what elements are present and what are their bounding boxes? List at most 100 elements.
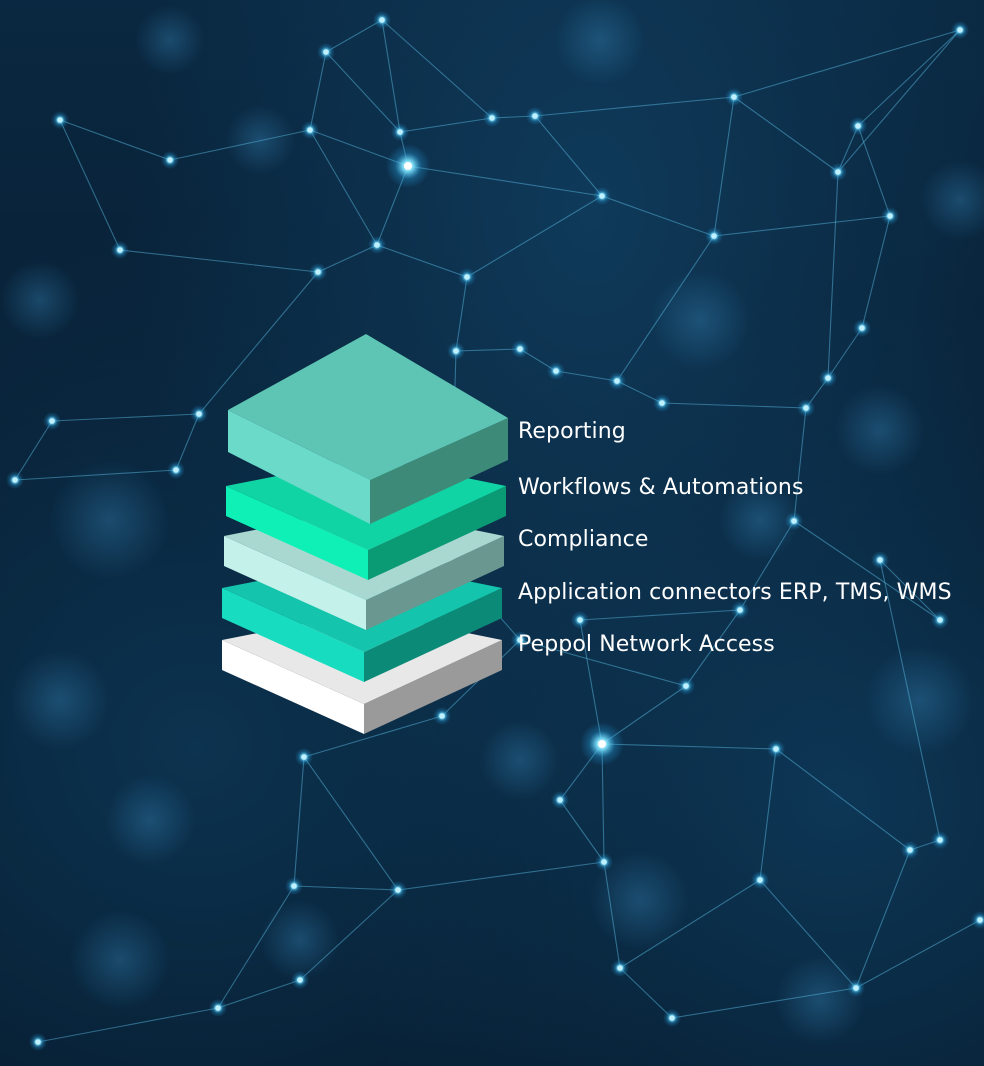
network-edge [827, 171, 839, 379]
network-edge [739, 520, 795, 611]
bokeh-light [50, 460, 170, 580]
bokeh-light [225, 105, 295, 175]
network-edge [616, 235, 715, 382]
network-edge [293, 885, 399, 891]
network-node [397, 129, 403, 135]
network-edge [559, 799, 605, 863]
network-node [464, 274, 470, 280]
layer-label-peppol-network-access: Peppol Network Access [518, 632, 775, 657]
bokeh-light [920, 160, 984, 240]
network-node [291, 883, 297, 889]
network-node [173, 467, 179, 473]
network-node [599, 193, 605, 199]
network-edge [381, 19, 401, 133]
network-edge [601, 195, 715, 237]
network-edge [879, 559, 941, 621]
layer-5-right-face [364, 640, 502, 734]
layer-1-right-face [370, 418, 508, 524]
network-node [517, 346, 523, 352]
network-edge [309, 129, 378, 246]
network-node [601, 859, 607, 865]
layer-1-top-face [228, 334, 508, 480]
network-edge [879, 559, 941, 841]
network-edge [303, 715, 443, 758]
network-edge [759, 879, 857, 989]
layer-label-reporting: Reporting [518, 419, 626, 444]
layer-4-right-face [364, 588, 502, 682]
network-edge [59, 119, 171, 161]
network-edge [619, 967, 673, 1019]
network-node [532, 113, 538, 119]
network-node [617, 965, 623, 971]
network-node [937, 837, 943, 843]
network-edge [775, 748, 911, 851]
network-edge [793, 407, 807, 522]
bokeh-light [650, 270, 750, 370]
network-node [791, 518, 797, 524]
bokeh-light [865, 645, 975, 755]
network-edge [466, 195, 603, 278]
network-node [773, 746, 779, 752]
network-edge [455, 348, 521, 352]
network-node [711, 233, 717, 239]
network-edge [381, 19, 493, 119]
layer-label-workflows-automations: Workflows & Automations [518, 475, 804, 500]
bokeh-light [480, 720, 560, 800]
network-edge [555, 370, 618, 382]
layer-2-right-face [368, 486, 506, 580]
network-edge [759, 748, 777, 881]
layer-1-left-face [228, 410, 370, 524]
bokeh-light [105, 775, 195, 865]
network-edge [534, 96, 735, 117]
network-edge [713, 215, 891, 237]
layer-5-left-face [222, 640, 364, 734]
network-edge [119, 249, 319, 273]
network-edge [169, 129, 311, 161]
network-node [307, 127, 313, 133]
network-edge [309, 51, 327, 131]
bokeh-light [835, 385, 925, 475]
network-node [12, 477, 18, 483]
network-node [598, 740, 606, 748]
network-edge [217, 979, 301, 1009]
layer-label-compliance: Compliance [518, 527, 649, 552]
network-edge [519, 639, 687, 687]
network-node [57, 117, 63, 123]
network-edge [713, 96, 735, 237]
network-edge [733, 96, 839, 173]
network-node [803, 405, 809, 411]
network-node [859, 325, 865, 331]
network-edge [51, 413, 200, 422]
network-edge [857, 125, 891, 217]
network-edge [198, 271, 319, 415]
bokeh-light [10, 650, 110, 750]
network-node [855, 123, 861, 129]
network-node [669, 1015, 675, 1021]
network-edge [217, 885, 295, 1009]
network-edge [671, 987, 857, 1019]
network-edge [325, 19, 383, 53]
bokeh-light [0, 260, 80, 340]
layer-2-left-face [226, 486, 368, 580]
network-edge [534, 115, 603, 197]
network-node [517, 637, 523, 643]
bokeh-light [70, 910, 170, 1010]
bokeh-light [590, 850, 690, 950]
network-edge [59, 119, 121, 251]
network-edge [303, 756, 399, 891]
network-node [196, 411, 202, 417]
network-edge [37, 1007, 219, 1043]
network-node [323, 49, 329, 55]
network-edge [14, 469, 177, 481]
network-edge [827, 327, 863, 379]
network-node [557, 797, 563, 803]
network-edge [603, 861, 621, 969]
network-node [117, 247, 123, 253]
network-edge [855, 849, 911, 989]
layer-3-right-face [366, 536, 504, 630]
network-node [379, 17, 385, 23]
network-node [977, 917, 983, 923]
network-node [731, 94, 737, 100]
